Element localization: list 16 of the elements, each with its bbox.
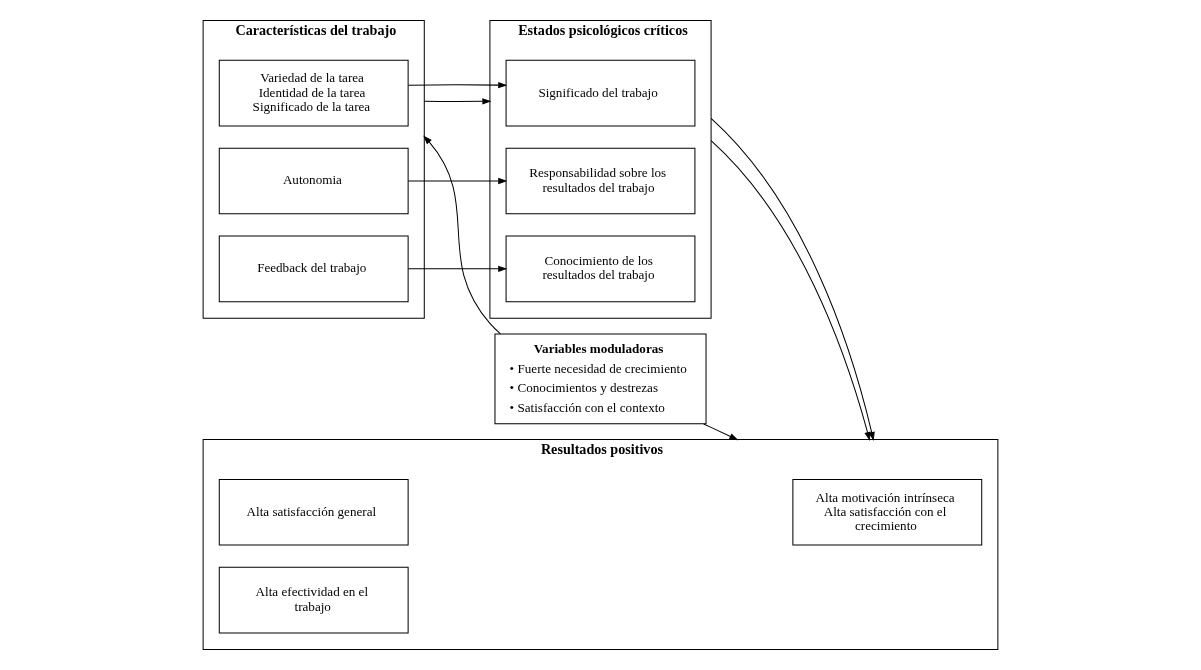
arrow	[407, 81, 508, 89]
arrow	[423, 98, 492, 105]
node-box: Alta satisfacción general	[218, 478, 409, 546]
node-box: Significado del trabajo	[505, 59, 696, 127]
node-box: Variables moduladoras • Fuerte necesidad de crecimiento • Conocimientos y destrezas • Satisfacción con el contexto	[494, 333, 707, 425]
node-box: Responsabilidad sobre los resultados del trabajo	[505, 147, 696, 215]
arrow	[423, 135, 501, 335]
node-box: Autonomia	[218, 147, 409, 215]
node-box: Alta efectividad en el trabajo	[218, 566, 409, 634]
node-box: Alta motivación intrínseca Alta satisfacción con el crecimiento	[792, 478, 983, 546]
node-box: Conocimiento de los resultados del trabajo	[505, 235, 696, 303]
node-box: Variedad de la tarea Identidad de la tarea Significado de la tarea	[218, 59, 409, 127]
node-box: Feedback del trabajo	[218, 235, 409, 303]
arrow	[407, 265, 508, 273]
arrow	[407, 177, 508, 185]
arrow	[703, 423, 739, 441]
